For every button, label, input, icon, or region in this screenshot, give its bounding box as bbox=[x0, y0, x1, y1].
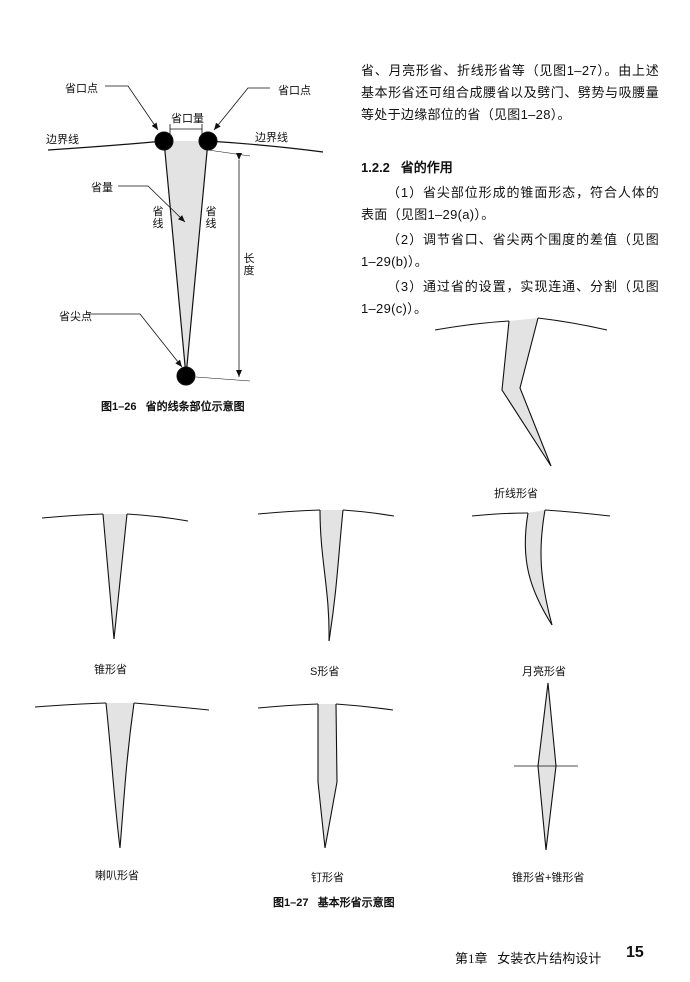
leader-dart-tip bbox=[88, 313, 183, 368]
boundary-line-right bbox=[207, 140, 324, 153]
dart-area bbox=[164, 141, 208, 376]
figure-1-26 bbox=[47, 85, 324, 386]
label-boundary-left: 边界线 bbox=[46, 134, 79, 146]
list-item-2: （2）调节省口、省尖两个围度的差值（见图1–29(b)）。 bbox=[361, 232, 659, 269]
dart-line-left bbox=[163, 140, 187, 377]
list-item-3: （3）通过省的设置，实现连通、分割（见图1–29(c)）。 bbox=[361, 279, 659, 316]
label-dart-mouth-amount: 省口量 bbox=[171, 113, 204, 125]
label-length: 长度 bbox=[243, 253, 255, 277]
dart-mouth-point-right bbox=[198, 131, 218, 151]
page-number: 15 bbox=[626, 944, 644, 961]
section-number: 1.2.2 bbox=[361, 160, 390, 175]
caption-number: 图1–26 bbox=[101, 401, 137, 413]
leader-mouth-right bbox=[213, 87, 270, 131]
label-dart-amount: 省量 bbox=[91, 182, 113, 194]
dart-moon-shape bbox=[471, 509, 611, 626]
dart-polyline-shape bbox=[434, 317, 608, 467]
figure-1-26-caption: 图1–26 省的线条部位示意图 bbox=[101, 398, 245, 414]
boundary-line-left bbox=[47, 140, 165, 151]
section-heading: 1.2.2 省的作用 bbox=[361, 157, 453, 176]
caption-text: 基本形省示意图 bbox=[317, 897, 395, 909]
caption-text: 省的线条部位示意图 bbox=[145, 401, 245, 413]
dart-s-shape bbox=[257, 509, 395, 642]
list-item-1: （1）省尖部位形成的锥面形态，符合人体的表面（见图1–29(a)）。 bbox=[361, 185, 659, 222]
label-dart-tip: 省尖点 bbox=[59, 311, 92, 323]
dart-tip-point bbox=[176, 366, 196, 386]
label-cone-cone-dart: 锥形省+锥形省 bbox=[512, 872, 585, 884]
label-cone-dart: 锥形省 bbox=[94, 664, 127, 676]
leader-mouth-left bbox=[105, 85, 159, 131]
label-boundary-right: 边界线 bbox=[255, 132, 288, 144]
label-moon-dart: 月亮形省 bbox=[522, 666, 566, 678]
leader-dart-amount bbox=[118, 185, 186, 223]
figure-1-27-caption: 图1–27 基本形省示意图 bbox=[273, 894, 395, 910]
label-trumpet-dart: 喇叭形省 bbox=[95, 870, 139, 882]
dart-trumpet-shape bbox=[34, 702, 210, 849]
footer-title: 女装衣片结构设计 bbox=[497, 951, 602, 966]
label-dart-line-right: 省线 bbox=[205, 206, 217, 230]
label-dart-mouth-point-left: 省口点 bbox=[65, 83, 98, 95]
dart-mouth-point-left bbox=[154, 131, 174, 151]
section-title: 省的作用 bbox=[400, 160, 453, 175]
dart-cone-cone-shape bbox=[514, 682, 578, 851]
footer-chapter: 第1章 bbox=[455, 951, 488, 966]
paragraph-intro: 省、月亮形省、折线形省等（见图1–27）。由上述基本形省还可组合成腰省以及劈门、… bbox=[361, 63, 659, 122]
page-footer: 第1章 女装衣片结构设计 bbox=[455, 948, 601, 967]
label-s-dart: S形省 bbox=[310, 666, 340, 678]
dart-line-right bbox=[185, 140, 209, 377]
label-polyline-dart: 折线形省 bbox=[494, 488, 538, 500]
caption-number: 图1–27 bbox=[273, 897, 309, 909]
dart-nail-shape bbox=[257, 703, 394, 849]
dart-cone-shape bbox=[41, 513, 189, 640]
label-nail-dart: 钉形省 bbox=[311, 872, 344, 884]
label-dart-line-left: 省线 bbox=[152, 206, 164, 230]
label-dart-mouth-point-right: 省口点 bbox=[278, 85, 311, 97]
